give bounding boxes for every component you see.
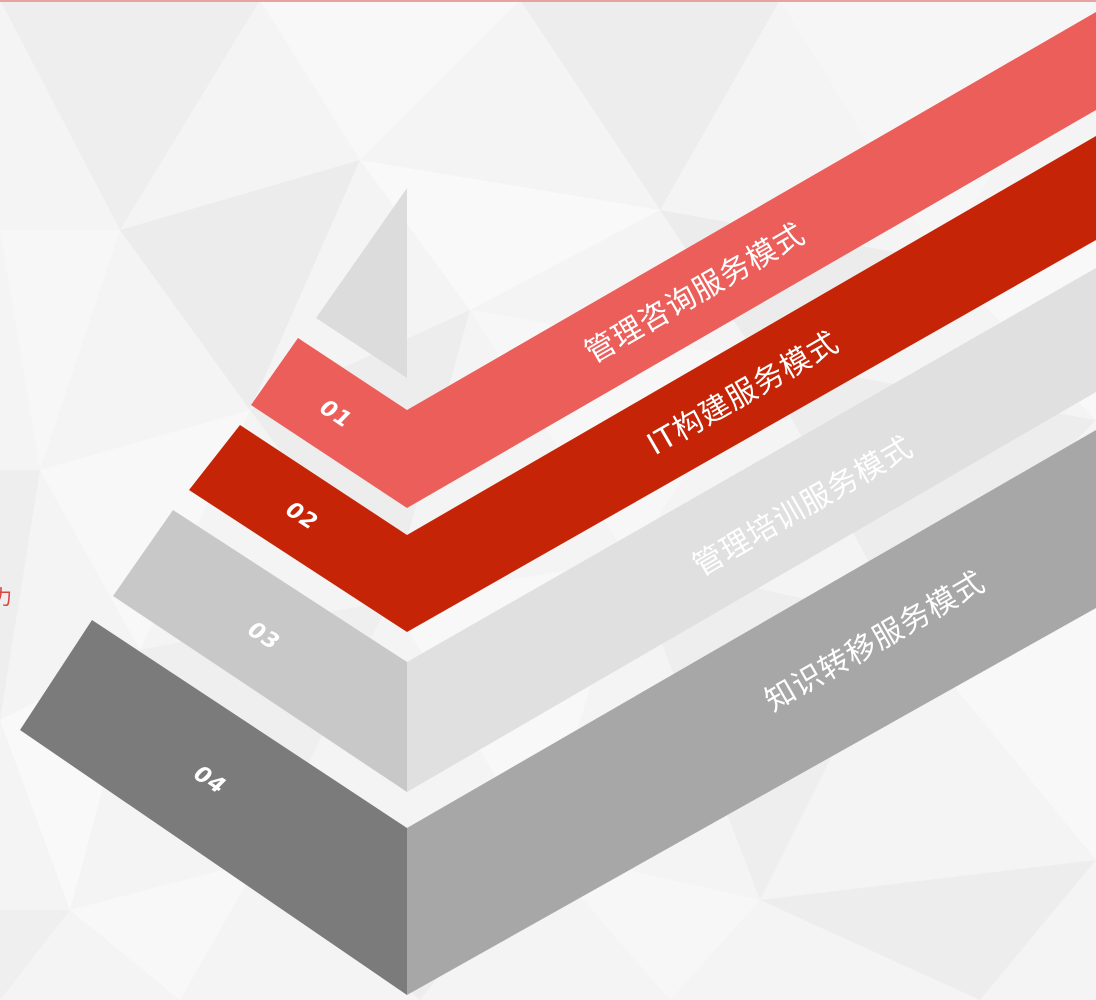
edge-text-fragment: 力 [0, 585, 12, 609]
level-4-front-face [20, 620, 407, 995]
level-2-front-face [189, 425, 407, 632]
level-3-band [407, 268, 1096, 792]
level-1-band [407, 12, 1096, 508]
top-border-line [0, 0, 1096, 2]
level-4-band [407, 430, 1096, 995]
level-2-band [407, 136, 1096, 632]
level-3-front-face [113, 510, 407, 792]
level-1-front-face [251, 338, 407, 508]
pyramid-apex [316, 188, 407, 378]
